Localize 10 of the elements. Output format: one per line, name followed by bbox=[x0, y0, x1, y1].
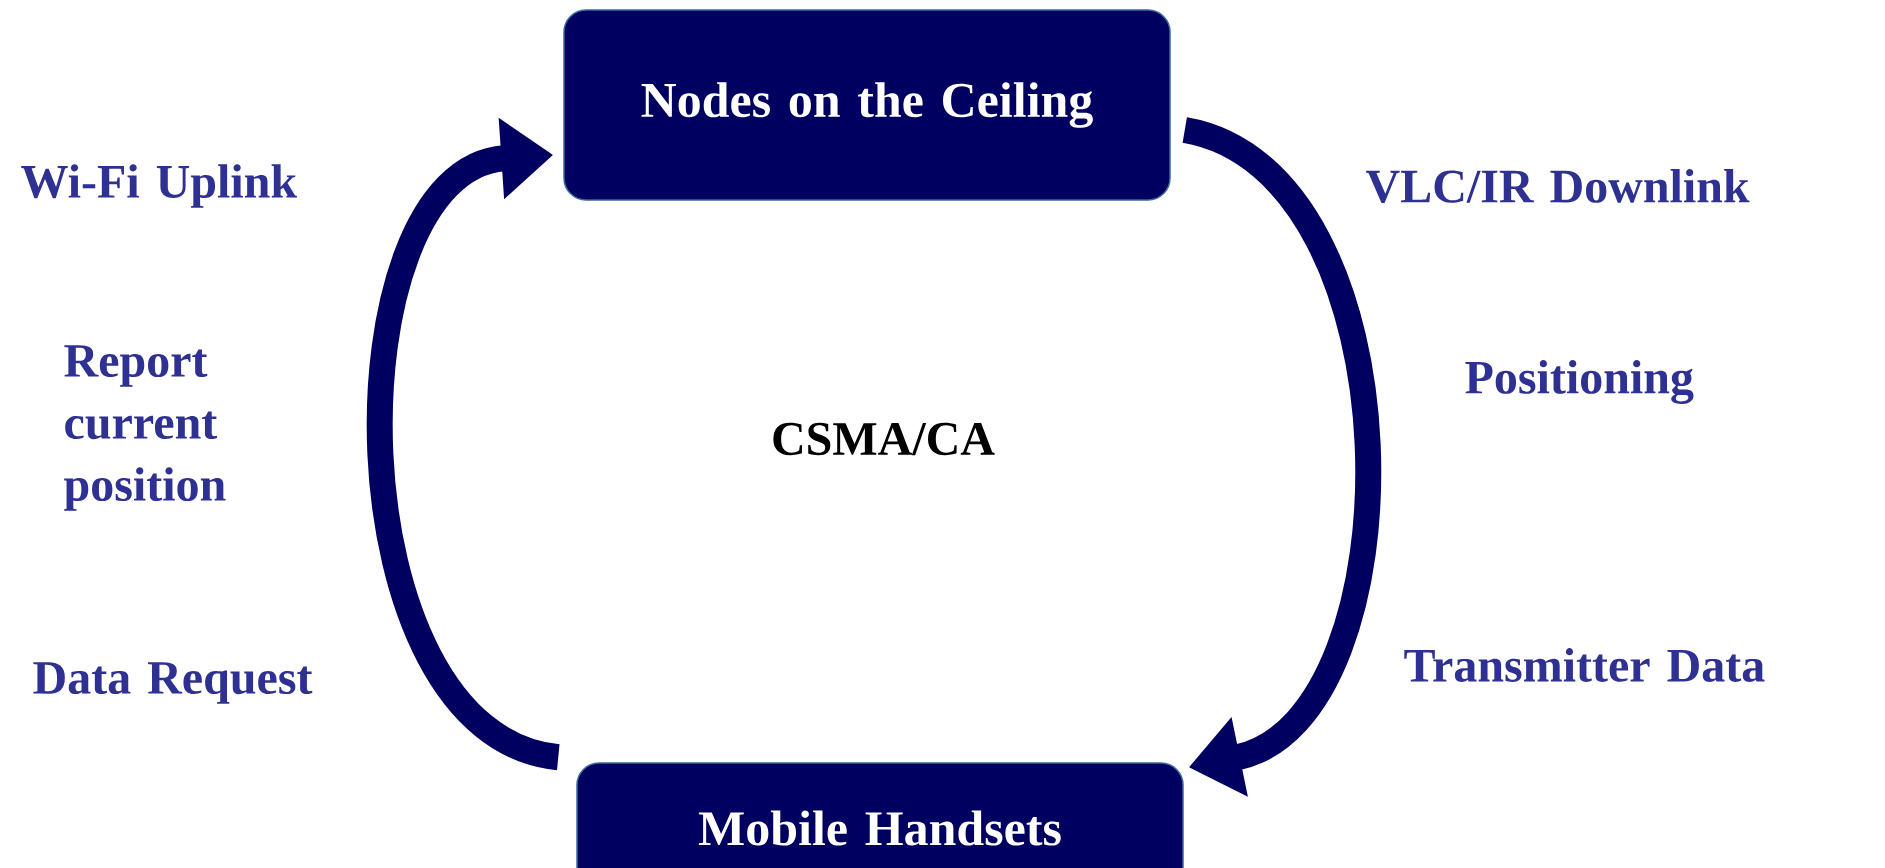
annotation: Transmitter Data bbox=[1404, 648, 1765, 682]
annotation: Positioning bbox=[1465, 360, 1694, 404]
annotation: Report current position bbox=[64, 345, 226, 511]
annotation: CSMA/CA bbox=[773, 422, 995, 456]
process-box: Nodes on the Ceiling bbox=[563, 9, 1171, 201]
annotation: Data Request bbox=[33, 662, 313, 704]
annotation: Wi-Fi Uplink bbox=[21, 164, 297, 208]
curved-arrow bbox=[1180, 117, 1381, 797]
annotation: VLC/IR Downlink bbox=[1366, 169, 1750, 203]
process-box: Mobile Handsets bbox=[576, 762, 1184, 868]
